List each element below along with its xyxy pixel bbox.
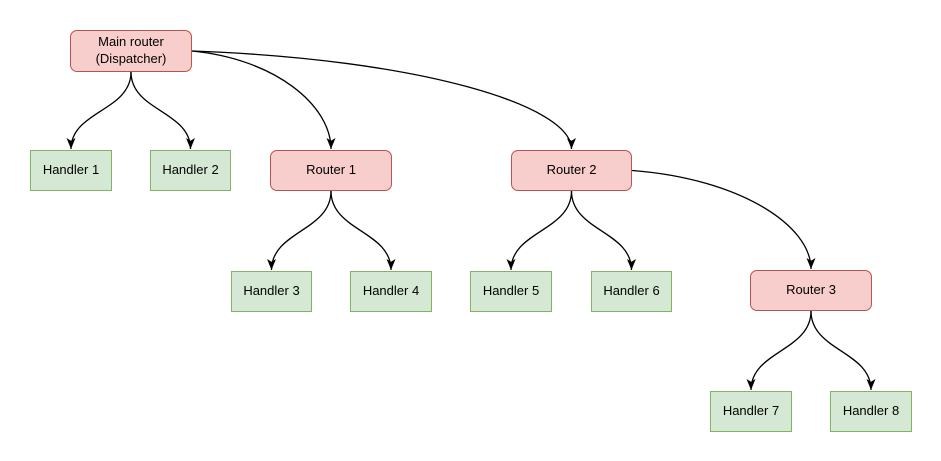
edge-router-2-to-router-3 [631,169,816,270]
node-handler-1[interactable]: Handler 1 [30,150,112,191]
node-handler-8[interactable]: Handler 8 [830,391,912,432]
node-label-handler-2: Handler 2 [162,162,219,178]
node-label-router-1: Router 1 [306,162,356,178]
node-handler-3[interactable]: Handler 3 [231,271,312,312]
node-router-2[interactable]: Router 2 [511,150,632,191]
node-label-handler-4: Handler 4 [362,283,420,299]
node-label-handler-7: Handler 7 [722,403,780,419]
node-handler-4[interactable]: Handler 4 [350,271,432,312]
node-label-handler-3: Handler 3 [243,283,300,299]
node-label-router-3: Router 3 [786,282,836,298]
edge-router-3-to-handler-7 [746,310,812,391]
node-label-router-2: Router 2 [546,162,597,178]
node-router-1[interactable]: Router 1 [270,150,392,191]
node-label-main-router: Main router (Dispatcher) [95,34,167,66]
node-handler-6[interactable]: Handler 6 [591,271,672,312]
edge-router-3-to-handler-8 [810,310,876,391]
edge-main-router-to-router-2 [191,50,576,150]
edge-main-router-to-router-1 [191,50,336,150]
edge-main-router-to-handler-2 [130,71,195,150]
edge-router-2-to-handler-5 [506,190,573,271]
node-label-handler-6: Handler 6 [603,283,660,299]
edge-main-router-to-handler-1 [66,71,132,150]
edge-router-1-to-handler-4 [330,190,396,271]
node-label-handler-1: Handler 1 [42,162,100,178]
node-label-handler-8: Handler 8 [842,403,900,419]
node-handler-5[interactable]: Handler 5 [470,271,552,312]
edges-group [66,50,876,391]
edge-router-1-to-handler-3 [267,190,332,271]
node-handler-2[interactable]: Handler 2 [150,150,231,191]
node-handler-7[interactable]: Handler 7 [710,391,792,432]
node-label-handler-5: Handler 5 [482,283,540,299]
node-main-router[interactable]: Main router (Dispatcher) [70,30,192,72]
node-router-3[interactable]: Router 3 [750,270,872,311]
edge-router-2-to-handler-6 [570,190,636,271]
